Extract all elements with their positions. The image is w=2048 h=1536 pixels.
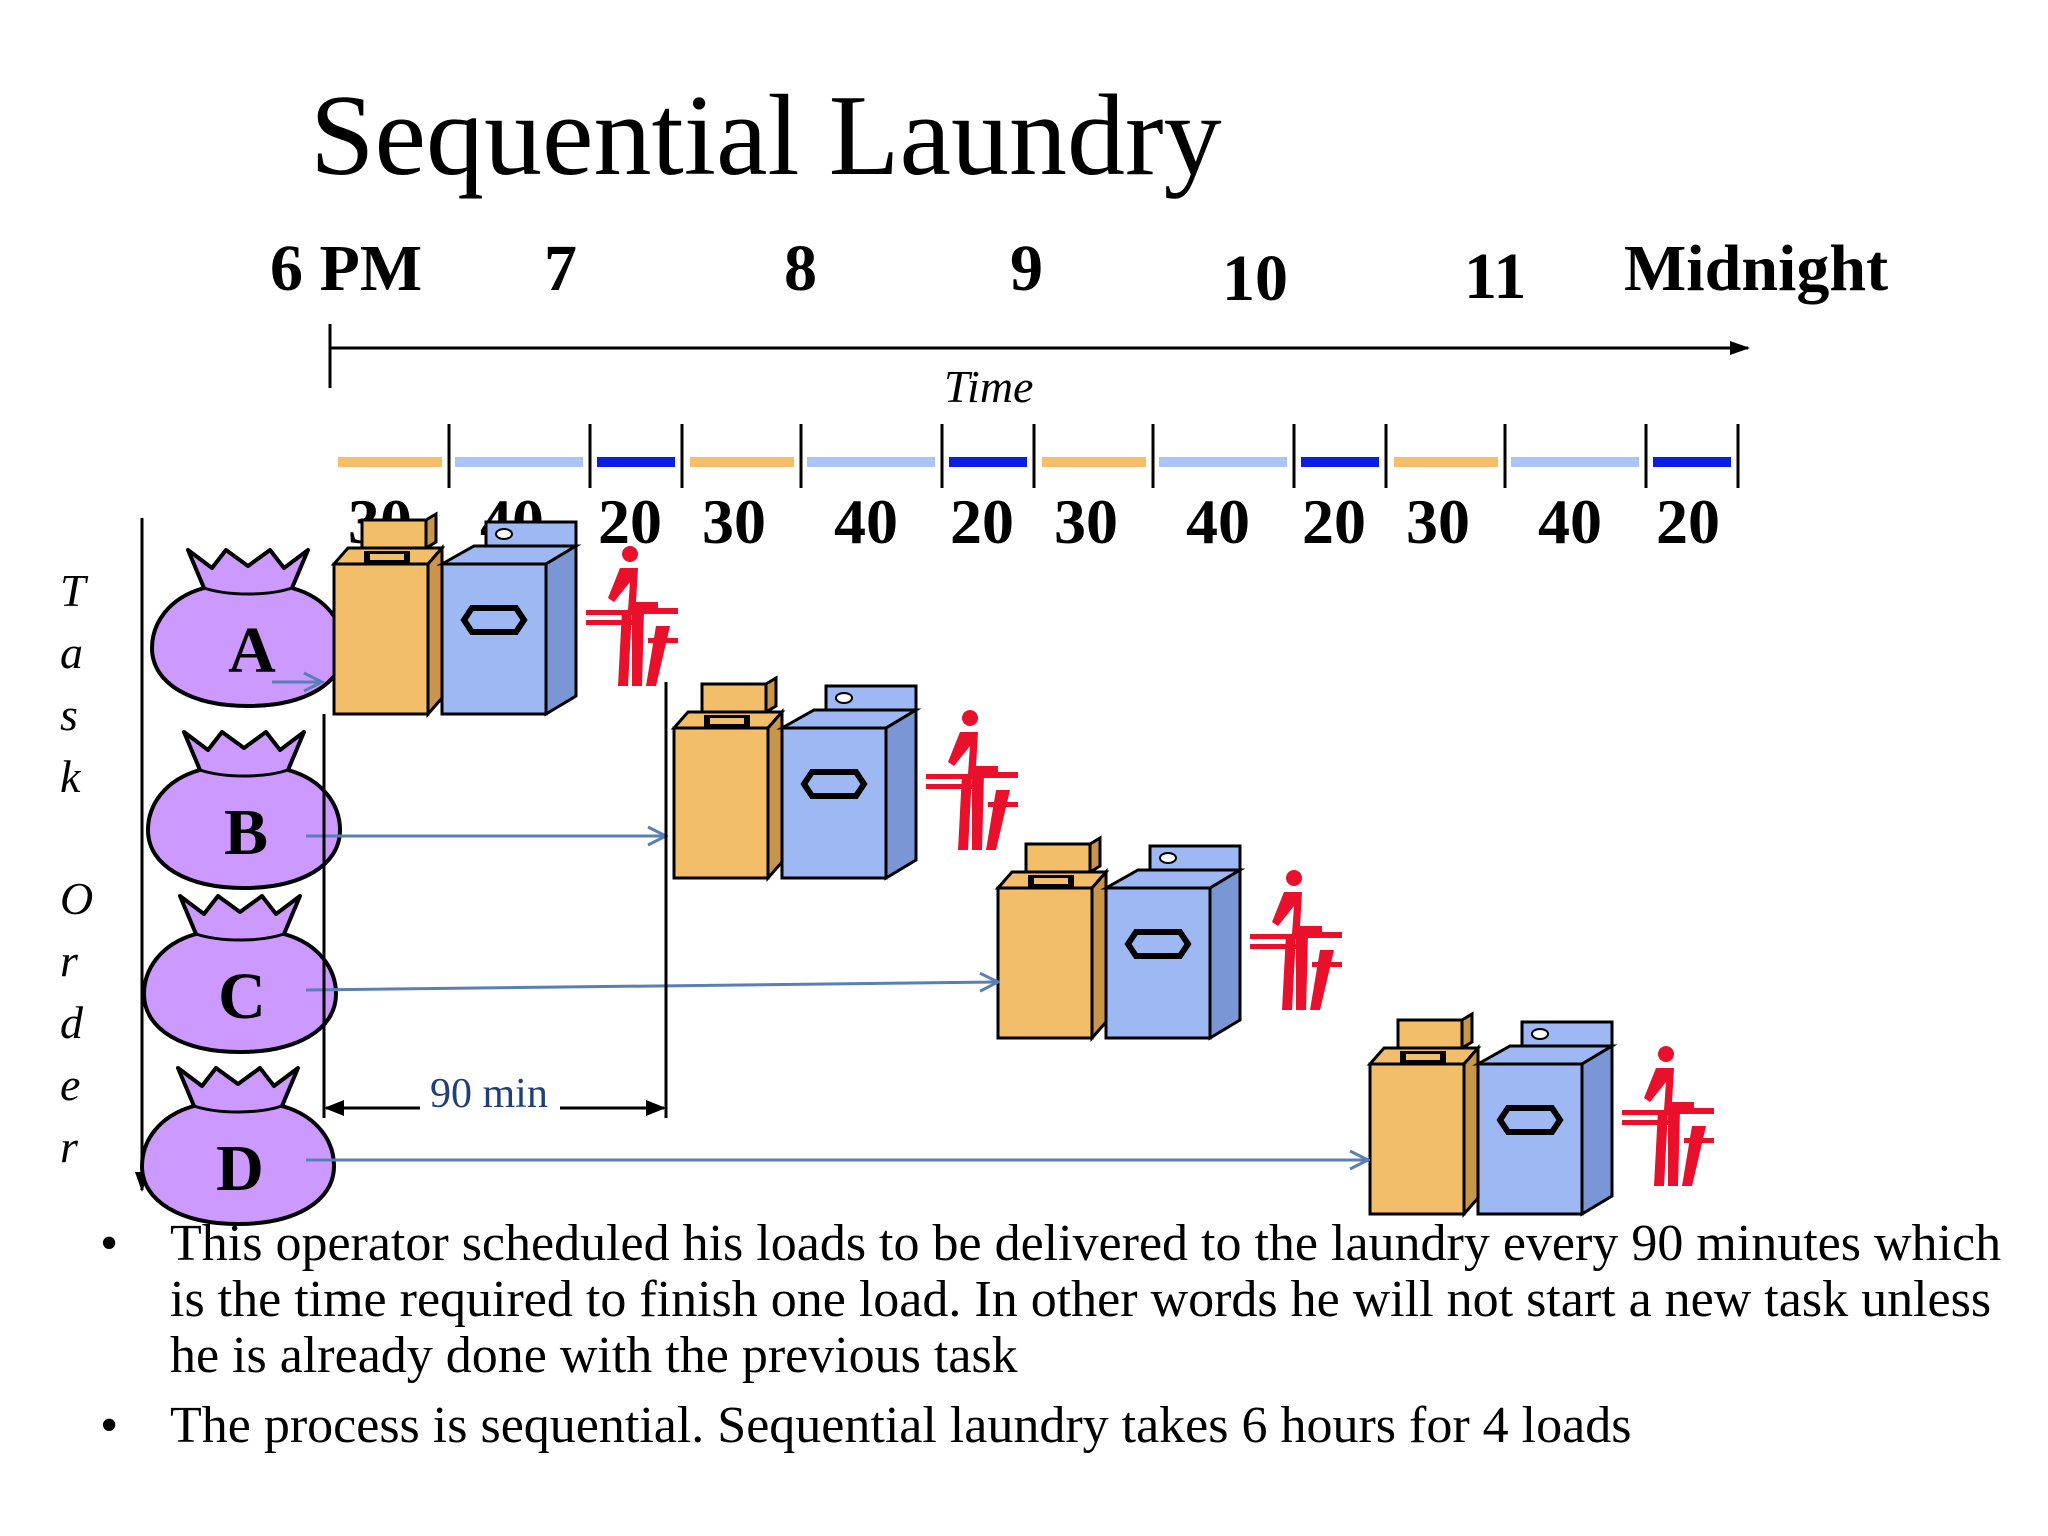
bag-letter-b: B xyxy=(224,796,268,869)
station-load-c xyxy=(998,838,1342,1038)
hour-label-11: 11 xyxy=(1464,240,1527,313)
duration-label: 20 xyxy=(1656,486,1720,557)
duration-label: 30 xyxy=(1054,486,1118,557)
duration-label: 40 xyxy=(1538,486,1602,557)
hour-label-6pm: 6 PM xyxy=(270,232,423,305)
duration-label: 20 xyxy=(1302,486,1366,557)
bullet-item: The process is sequential. Sequential la… xyxy=(100,1398,2030,1455)
station-load-b xyxy=(674,678,1018,878)
duration-label: 30 xyxy=(1406,486,1470,557)
task-order-letter: r xyxy=(60,935,78,986)
bag-letter-c: C xyxy=(218,960,266,1033)
duration-label: 20 xyxy=(950,486,1014,557)
hour-label-7: 7 xyxy=(544,232,577,305)
duration-dividers xyxy=(447,424,1740,488)
station-load-a xyxy=(334,514,678,714)
task-order-letter: O xyxy=(60,873,94,924)
station-load-d xyxy=(1370,1014,1714,1214)
span-90-min-label: 90 min xyxy=(430,1071,548,1117)
task-order-letter: T xyxy=(60,565,86,616)
hour-label-9: 9 xyxy=(1010,232,1043,305)
bag-letter-d: D xyxy=(216,1132,264,1205)
load-arrow-c xyxy=(305,982,998,990)
page-title: Sequential Laundry xyxy=(310,72,1222,200)
task-order-letter: a xyxy=(60,627,83,678)
task-order-letter: k xyxy=(60,751,81,802)
hour-label-midnight: Midnight xyxy=(1624,232,1889,305)
bullet-item: This operator scheduled his loads to be … xyxy=(100,1216,2030,1384)
task-order-letter: e xyxy=(60,1059,81,1110)
task-order-letter: s xyxy=(60,689,78,740)
duration-label: 40 xyxy=(1186,486,1250,557)
duration-label: 30 xyxy=(702,486,766,557)
task-order-letter: r xyxy=(60,1121,78,1172)
duration-label: 20 xyxy=(598,486,662,557)
task-order-letter: d xyxy=(60,997,83,1048)
hour-label-10: 10 xyxy=(1222,242,1288,315)
bag-letter-a: A xyxy=(228,614,276,687)
time-axis-label: Time xyxy=(944,361,1034,412)
bullet-list: This operator scheduled his loads to be … xyxy=(100,1216,2030,1468)
duration-label: 40 xyxy=(834,486,898,557)
hour-label-8: 8 xyxy=(784,232,817,305)
